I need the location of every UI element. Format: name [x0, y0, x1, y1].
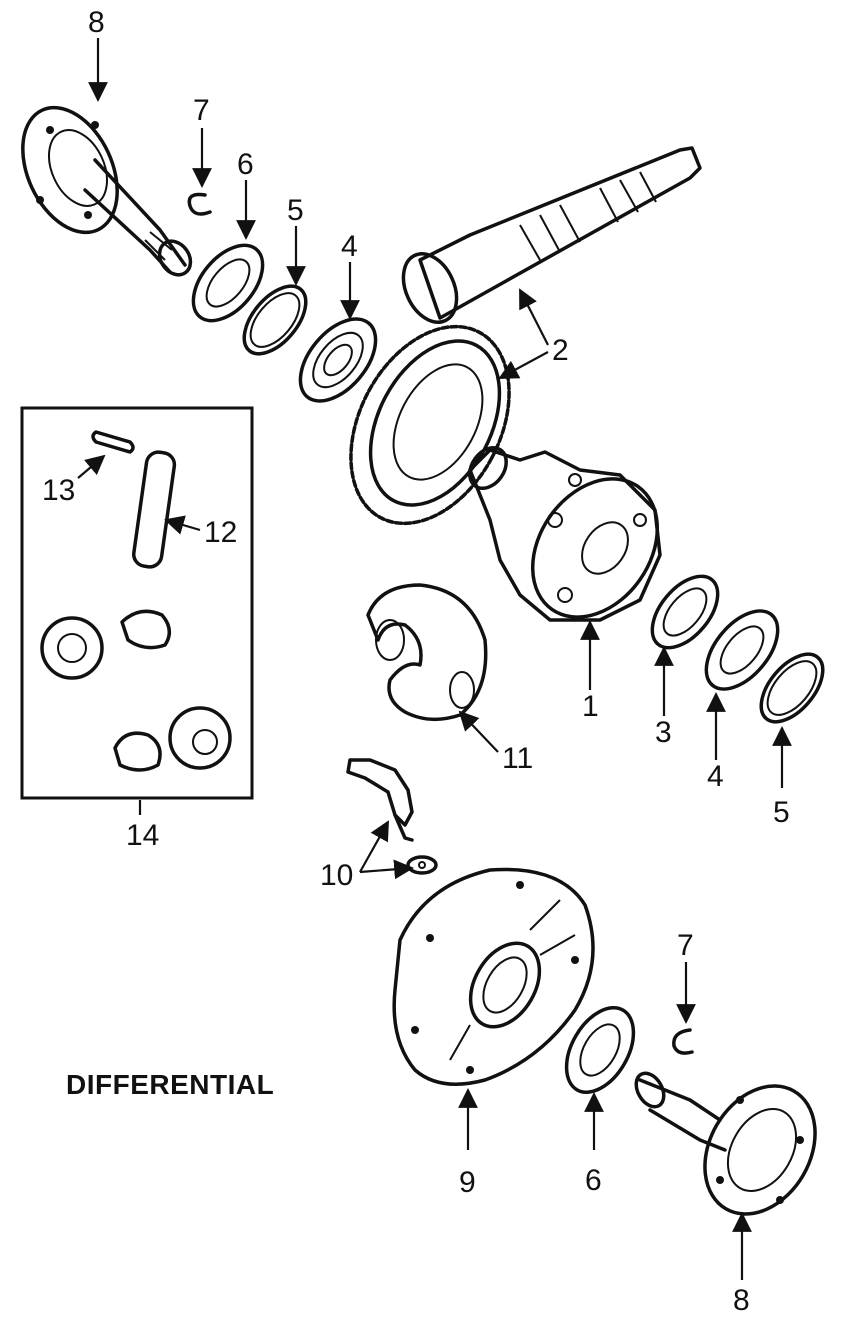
differential-cover-9 [392, 867, 595, 1086]
oil-seal-top [191, 243, 265, 323]
oil-seal-bottom [564, 1006, 636, 1094]
callout-6-bottom: 6 [585, 1164, 602, 1197]
bearing-top [298, 317, 378, 403]
callout-4-right: 4 [707, 760, 724, 793]
axle-flange-bottom [634, 1071, 817, 1216]
differential-case [468, 446, 662, 622]
snap-ring-bottom [672, 1028, 694, 1055]
shim-ring-top [242, 284, 308, 356]
bearing-right [704, 609, 780, 691]
callout-7-top: 7 [193, 94, 210, 127]
pinion-kit-box [20, 406, 254, 800]
callout-7-bottom: 7 [677, 929, 694, 962]
callout-10: 10 [320, 859, 353, 892]
side-seal-ring [650, 574, 720, 650]
callout-13: 13 [42, 474, 75, 507]
speedometer-driven-gear [346, 758, 438, 875]
callout-6-top: 6 [237, 148, 254, 181]
carrier-cover-11 [366, 583, 488, 722]
pinion-kit-parts [40, 430, 232, 772]
callout-14: 14 [126, 819, 159, 852]
callout-5-right: 5 [773, 796, 790, 829]
axle-flange-top [21, 105, 193, 277]
callout-4-top: 4 [341, 230, 358, 263]
callout-5-top: 5 [287, 194, 304, 227]
callout-11: 11 [502, 742, 533, 775]
shim-ring-right [759, 652, 825, 724]
callout-2: 2 [552, 334, 569, 367]
callout-3: 3 [655, 716, 672, 749]
callout-8-top: 8 [88, 6, 105, 39]
callout-12: 12 [204, 516, 237, 549]
callout-8-bottom: 8 [733, 1284, 750, 1317]
pinion-shaft [401, 146, 702, 324]
callout-1: 1 [582, 690, 599, 723]
callout-9: 9 [459, 1166, 476, 1199]
ring-gear [349, 324, 511, 526]
snap-ring-top [187, 192, 212, 216]
diagram-caption: DIFFERENTIAL [66, 1069, 274, 1100]
leader-lines [77, 38, 792, 1280]
